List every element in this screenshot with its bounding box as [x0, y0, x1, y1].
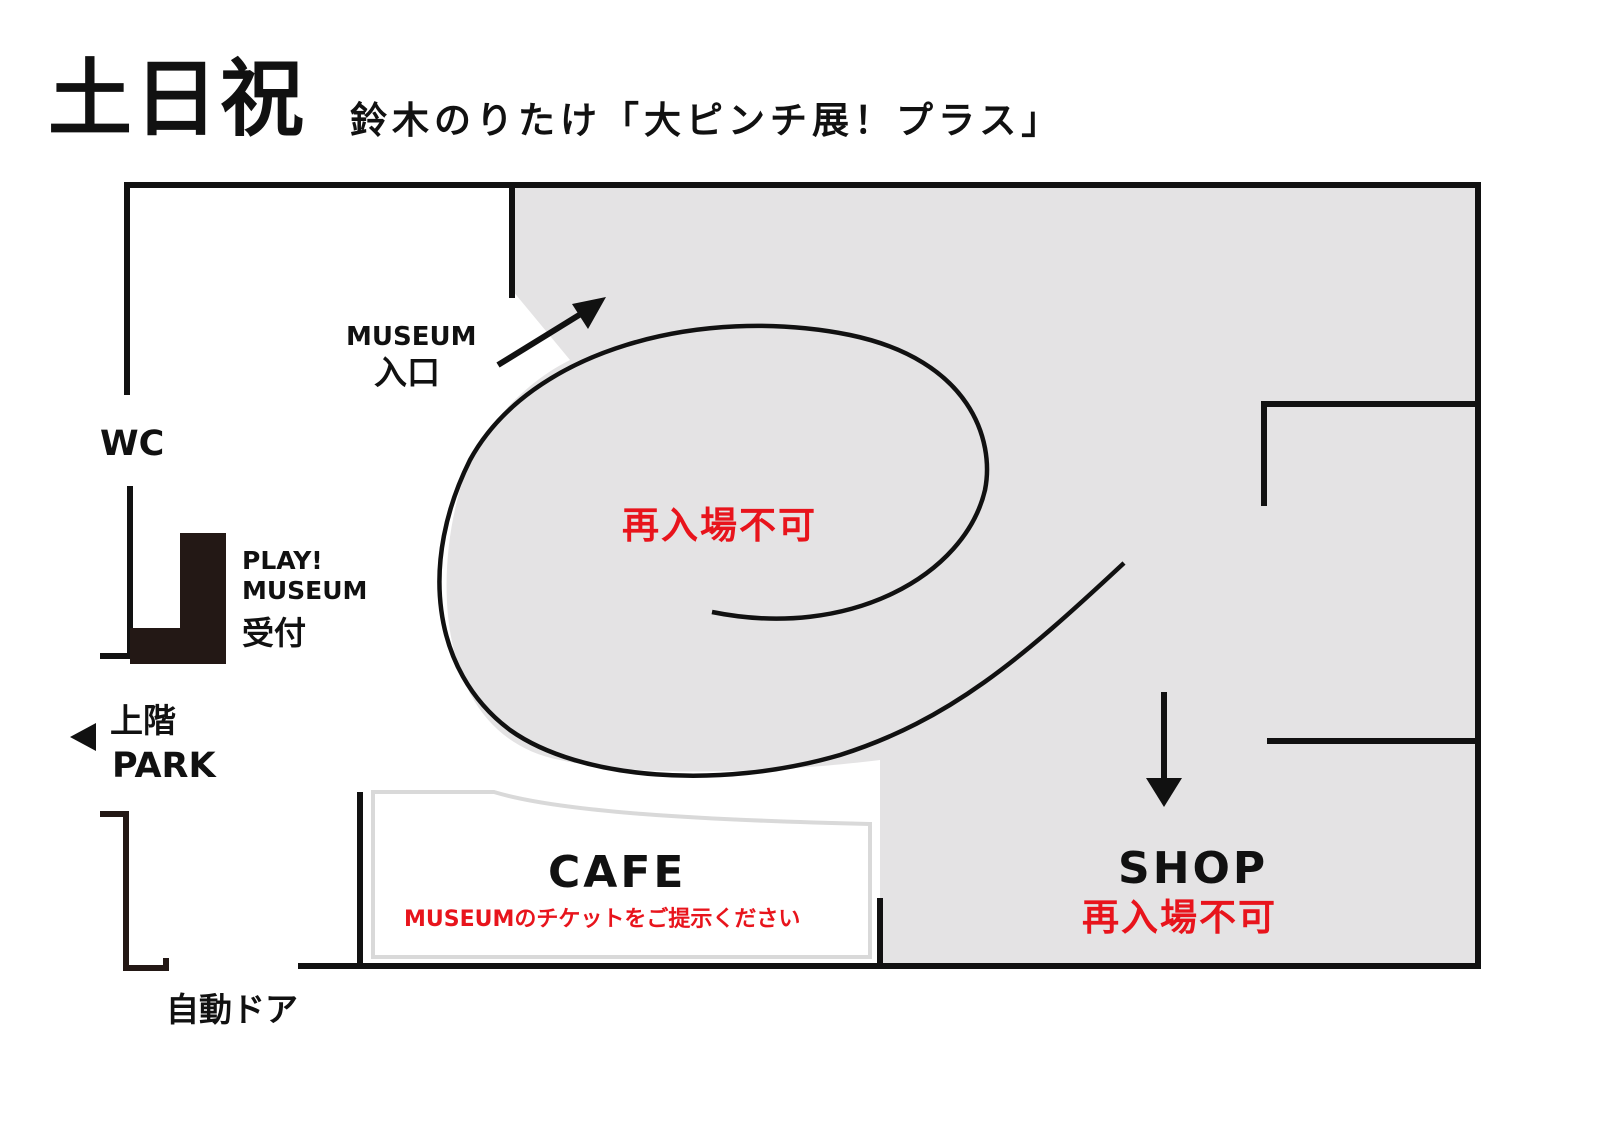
auto-door-frame: [100, 811, 169, 971]
reception-label-line2: MUSEUM: [242, 576, 368, 605]
auto-door-label: 自動ドア: [166, 990, 298, 1029]
upstairs-label: 上階: [110, 701, 176, 740]
wc-label: WC: [100, 424, 165, 464]
cafe-area: [371, 790, 872, 959]
exhibition-subtitle: 鈴木のりたけ「大ピンチ展！プラス」: [350, 99, 1064, 142]
park-label: PARK: [112, 746, 216, 786]
page-title: 土日祝: [48, 50, 307, 148]
museum-entrance-label-jp: 入口: [374, 353, 440, 392]
arrow-down-icon: [1146, 692, 1182, 807]
reception-label-line1: PLAY!: [242, 546, 323, 575]
shop-label: SHOP: [1118, 843, 1269, 894]
museum-shop-area: [446, 185, 1478, 966]
reception-label-line3: 受付: [242, 614, 307, 652]
reception-desk: [130, 533, 226, 664]
triangle-left-icon: [70, 723, 96, 751]
shop-no-reentry-label: 再入場不可: [1082, 896, 1277, 939]
cafe-ticket-note: MUSEUMのチケットをご提示ください: [404, 907, 801, 932]
cafe-label: CAFE: [548, 847, 687, 898]
walls: [100, 182, 1481, 969]
arrow-up-right-icon: [496, 297, 606, 368]
museum-no-reentry-label: 再入場不可: [622, 504, 817, 547]
spiral-route: [437, 323, 1126, 778]
museum-entrance-label-en: MUSEUM: [346, 322, 477, 352]
